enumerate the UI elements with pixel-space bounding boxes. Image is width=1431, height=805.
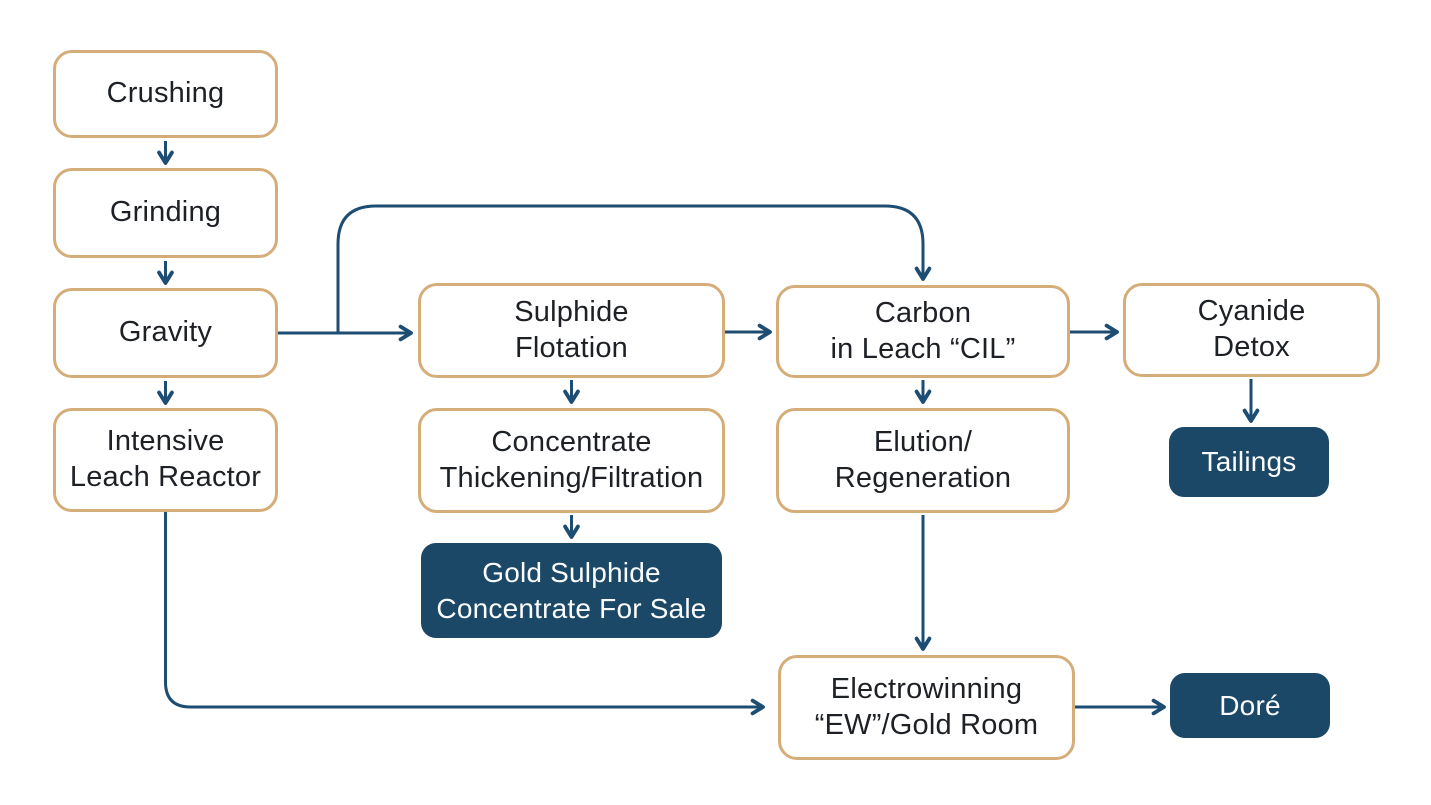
node-cyanide-detox: Cyanide Detox xyxy=(1123,283,1380,377)
node-carbon-in-leach-cil: Carbon in Leach “CIL” xyxy=(776,285,1070,378)
node-elution-regeneration: Elution/ Regeneration xyxy=(776,408,1070,513)
edge-gravity-carbon-in-leach-bypass xyxy=(336,204,932,333)
node-dore: Doré xyxy=(1170,673,1330,738)
node-intensive-leach-reactor: Intensive Leach Reactor xyxy=(53,408,278,512)
node-grinding: Grinding xyxy=(53,168,278,258)
node-tailings: Tailings xyxy=(1169,427,1329,497)
edge-intensive-leach-reactor-electrowinning xyxy=(164,512,765,716)
node-gravity: Gravity xyxy=(53,288,278,378)
node-electrowinning-ew-gold-room: Electrowinning “EW”/Gold Room xyxy=(778,655,1075,760)
node-crushing: Crushing xyxy=(53,50,278,138)
node-concentrate-thickening-filtration: Concentrate Thickening/Filtration xyxy=(418,408,725,513)
node-sulphide-flotation: Sulphide Flotation xyxy=(418,283,725,378)
node-gold-sulphide-concentrate-for-sale: Gold Sulphide Concentrate For Sale xyxy=(421,543,722,638)
